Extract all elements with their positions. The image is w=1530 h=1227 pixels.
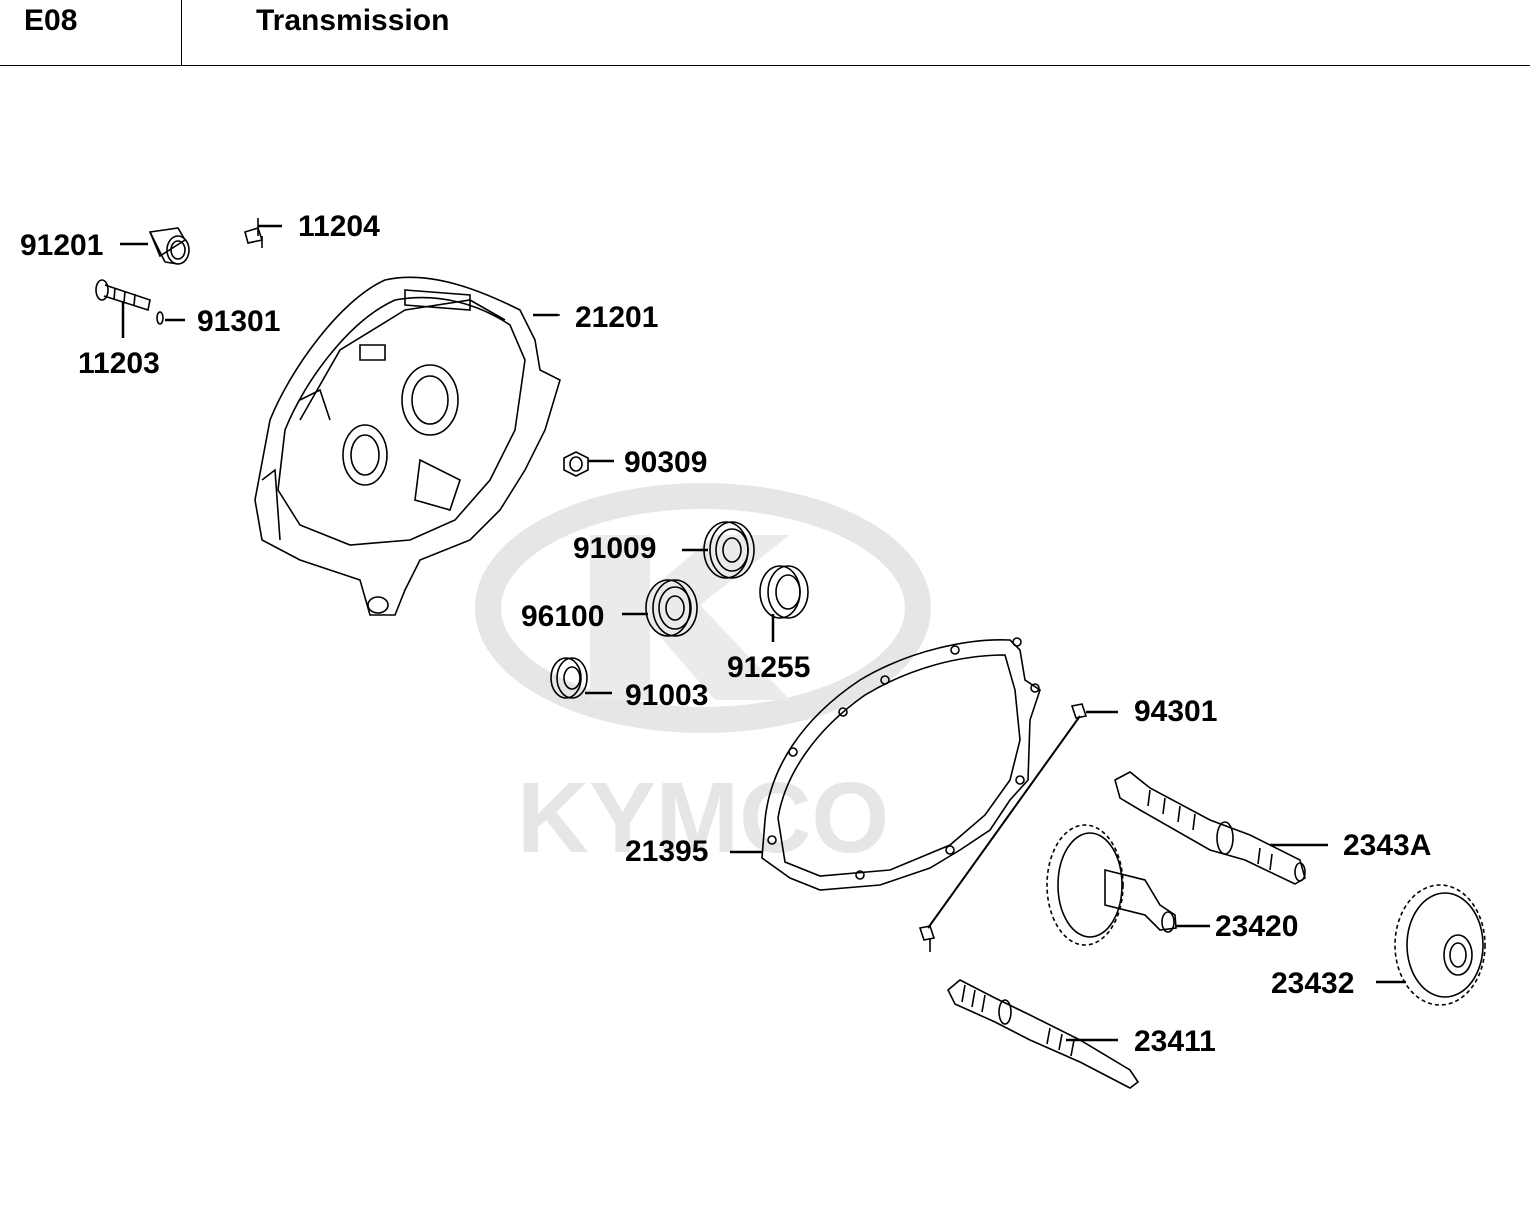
part-label: 11204	[298, 210, 380, 243]
bolt-11203[interactable]	[95, 279, 151, 312]
nut-90309[interactable]	[563, 451, 589, 477]
page-header: E08 Transmission	[0, 0, 1530, 66]
gear-23420[interactable]	[1046, 824, 1177, 946]
part-label: 21395	[625, 835, 708, 868]
part-label: 11203	[78, 347, 160, 380]
part-label: 23420	[1215, 910, 1298, 943]
transmission-case-21201[interactable]	[254, 276, 561, 616]
bearing-91003[interactable]	[550, 657, 588, 699]
watermark-text: KYMCO	[517, 762, 889, 874]
gasket-21395[interactable]	[761, 637, 1041, 891]
shaft-23411[interactable]	[947, 979, 1140, 1089]
part-label: 96100	[521, 600, 604, 633]
part-label: 23432	[1271, 967, 1354, 1000]
part-label: 91255	[727, 651, 810, 684]
part-label: 90309	[624, 446, 707, 479]
part-label: 91201	[20, 229, 103, 262]
header-divider	[181, 0, 182, 66]
bearing-91009[interactable]	[703, 521, 755, 579]
part-label: 91003	[625, 679, 708, 712]
oil-seal-91255[interactable]	[759, 565, 809, 619]
part-label: 94301	[1134, 695, 1217, 728]
bearing-96100[interactable]	[645, 579, 698, 637]
part-label: 91301	[197, 305, 280, 338]
section-code: E08	[24, 4, 78, 37]
kymco-watermark: KYMCO	[475, 483, 931, 874]
part-label: 21201	[575, 301, 658, 334]
dowel-pin-94301[interactable]	[918, 703, 1088, 952]
part-label: 23411	[1134, 1025, 1216, 1058]
section-title: Transmission	[256, 4, 450, 37]
gear-23432[interactable]	[1394, 884, 1486, 1006]
breather-fitting-11204[interactable]	[244, 218, 264, 248]
collar-91201[interactable]	[148, 227, 190, 265]
shaft-2343A[interactable]	[1114, 771, 1306, 885]
part-label: 91009	[573, 532, 656, 565]
header-rule	[0, 65, 1530, 66]
o-ring-91301[interactable]	[156, 311, 164, 325]
part-label: 2343A	[1343, 829, 1431, 862]
